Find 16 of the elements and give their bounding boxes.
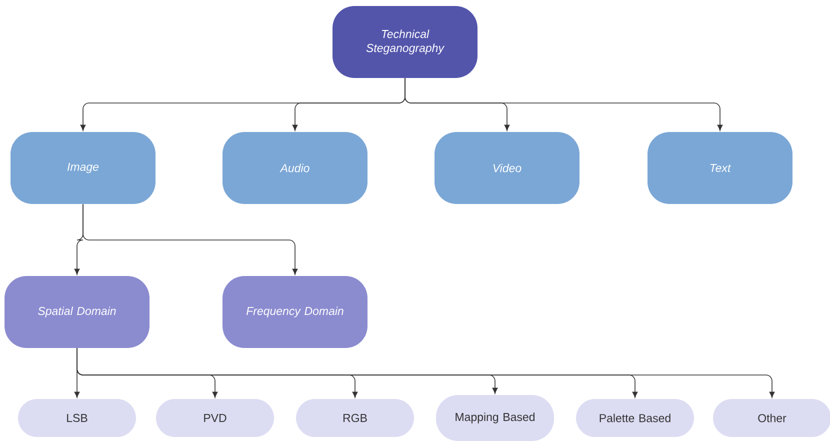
- arrow: [76, 348, 775, 398]
- root-box: Technical Steganography: [332, 6, 478, 78]
- arrow: [82, 204, 298, 275]
- method-box: Other: [713, 398, 830, 437]
- category-box: Image: [10, 132, 156, 204]
- method-box: RGB: [296, 398, 414, 437]
- method-box: Palette Based: [576, 398, 694, 437]
- category-box: Video: [434, 132, 580, 204]
- category-box: Audio: [222, 132, 368, 204]
- arrow: [404, 78, 723, 131]
- method-box: PVD: [156, 398, 274, 437]
- domain-box: Frequency Domain: [222, 276, 368, 348]
- method-box: Mapping Based: [436, 394, 554, 441]
- domain-box: Spatial Domain: [4, 276, 150, 348]
- method-box: LSB: [18, 398, 136, 437]
- category-box: Text: [648, 132, 792, 204]
